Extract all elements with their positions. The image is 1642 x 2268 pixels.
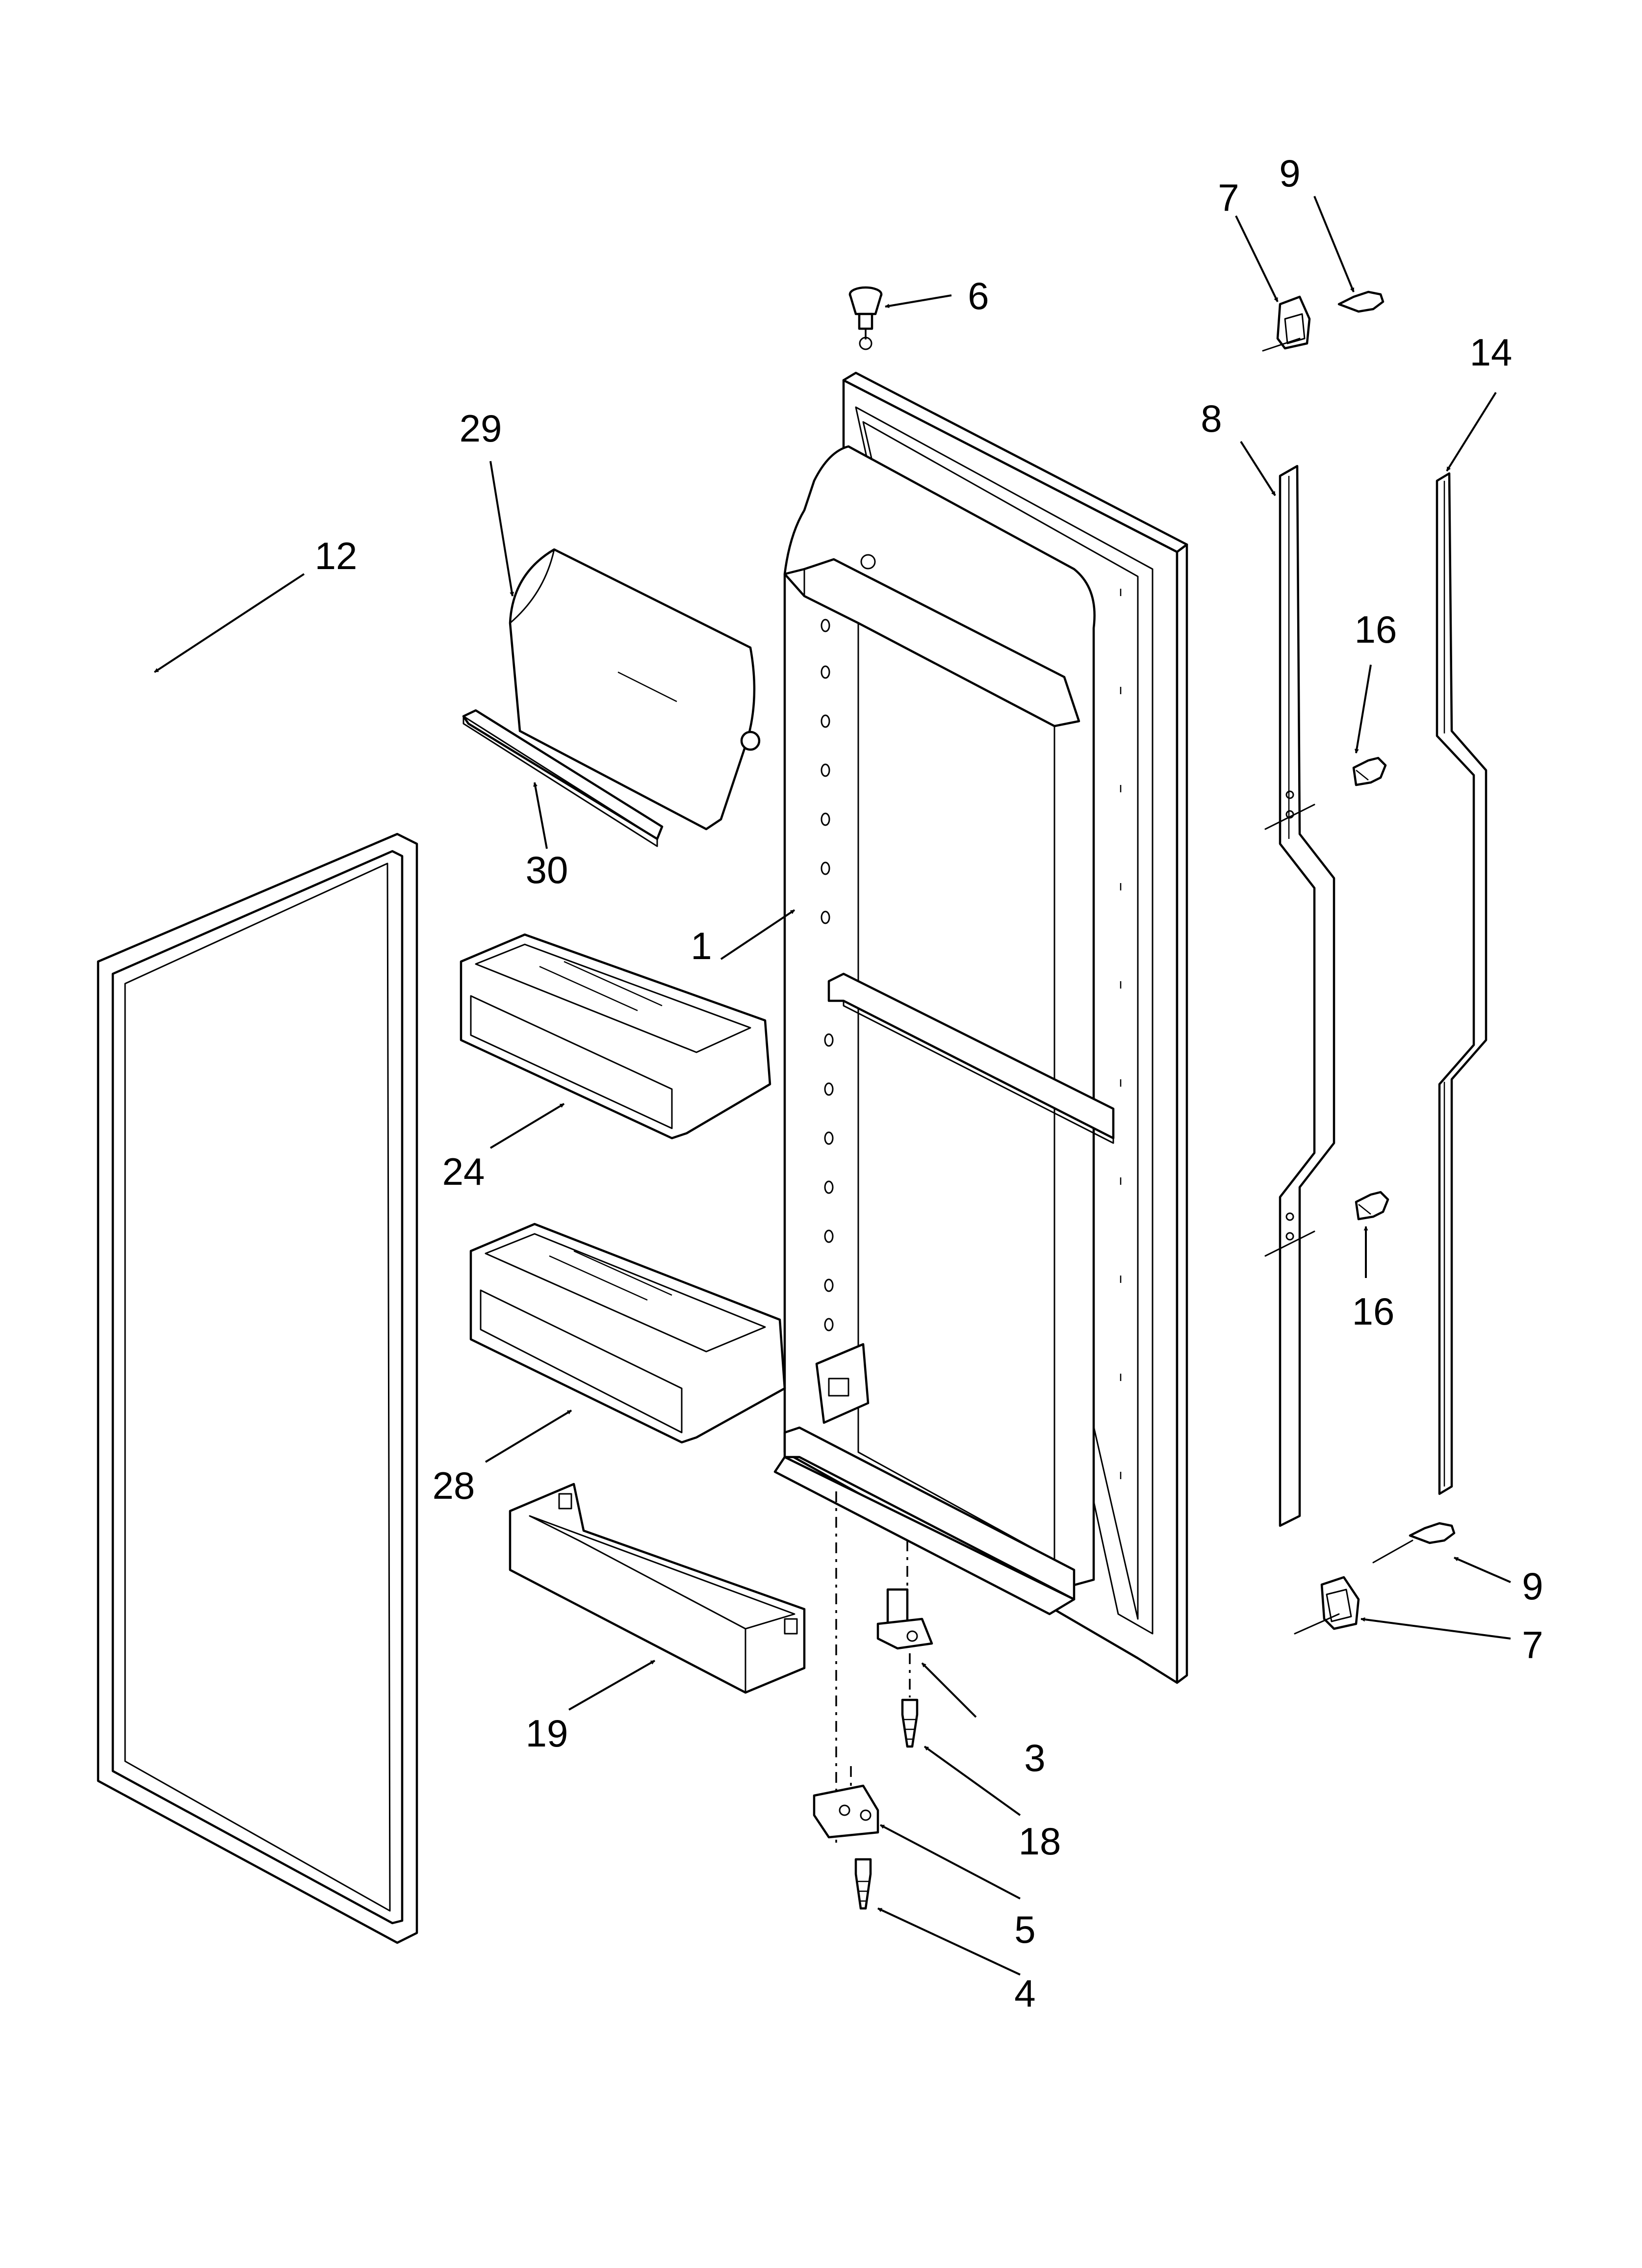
callout-28: 28 xyxy=(433,1464,475,1507)
dairy-compartment xyxy=(509,548,761,831)
callout-4: 4 xyxy=(1014,1972,1035,2015)
dairy-cover-trim xyxy=(462,709,664,847)
door-bin-lower xyxy=(469,1223,786,1444)
lower-hinge-bracket xyxy=(813,1766,879,1839)
callout-6: 6 xyxy=(968,274,989,317)
shelf-peg-holes xyxy=(821,619,834,1331)
callout-9-top: 9 xyxy=(1279,152,1300,195)
door-gasket xyxy=(97,833,418,1944)
callout-14: 14 xyxy=(1470,331,1513,374)
callout-24: 24 xyxy=(442,1150,485,1193)
callout-7-top: 7 xyxy=(1218,176,1239,219)
door-handle xyxy=(1264,465,1335,1527)
callout-18: 18 xyxy=(1019,1820,1061,1863)
leader-lines xyxy=(154,196,1511,1976)
callout-5: 5 xyxy=(1014,1908,1035,1951)
screw-4 xyxy=(854,1858,872,1910)
door-liner xyxy=(773,337,1188,1684)
callout-12: 12 xyxy=(315,534,358,577)
screw-18 xyxy=(901,1698,919,1748)
center-hinge xyxy=(835,1491,933,1845)
callout-9-bottom: 9 xyxy=(1522,1564,1543,1608)
callout-16-top: 16 xyxy=(1355,608,1397,651)
screw-9-bottom xyxy=(1372,1522,1456,1564)
screw-9-top xyxy=(1337,290,1385,313)
callout-8: 8 xyxy=(1201,397,1222,440)
callout-16-bottom: 16 xyxy=(1352,1290,1395,1333)
handle-screw-upper xyxy=(1352,756,1387,786)
handle-end-cap-top xyxy=(1262,295,1311,352)
handle-screw-lower xyxy=(1355,1191,1389,1221)
callout-19: 19 xyxy=(526,1712,568,1755)
callout-1: 1 xyxy=(691,924,712,967)
handle-trim xyxy=(1436,472,1488,1495)
door-bin-upper xyxy=(460,933,771,1140)
callout-labels: 1 3 4 5 6 7 7 8 9 9 12 14 16 16 18 19 24… xyxy=(315,152,1543,2015)
callout-29: 29 xyxy=(460,407,502,450)
callout-3: 3 xyxy=(1024,1736,1045,1779)
door-shelf-rail xyxy=(509,1483,806,1694)
hinge-pin-top xyxy=(848,286,883,343)
handle-end-cap-bottom xyxy=(1294,1576,1360,1635)
callout-30: 30 xyxy=(526,848,568,891)
callout-7-bottom: 7 xyxy=(1522,1623,1543,1667)
